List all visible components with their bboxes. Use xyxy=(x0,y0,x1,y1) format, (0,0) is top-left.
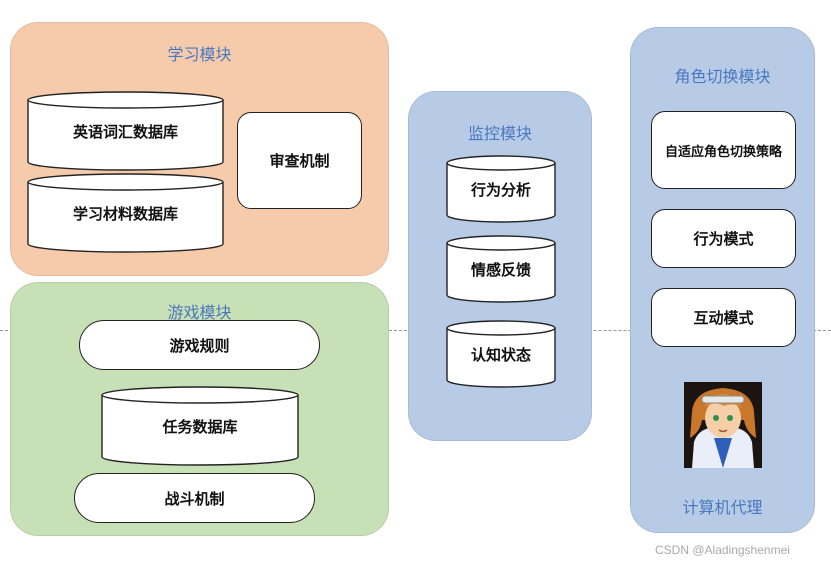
task-database-shape xyxy=(101,386,299,466)
material-database-shape xyxy=(27,173,224,253)
game-module-title: 游戏模块 xyxy=(167,303,232,322)
behavior-analysis-label: 行为分析 xyxy=(470,181,531,199)
adaptive-role-switch-strategy: 自适应角色切换策略 xyxy=(651,111,796,189)
material-database-label: 学习材料数据库 xyxy=(72,205,178,223)
game-rules-label: 游戏规则 xyxy=(169,336,230,355)
role-switch-module-title: 角色切换模块 xyxy=(674,67,771,86)
monitor-module-title: 监控模块 xyxy=(467,124,532,143)
computer-agent-label: 计算机代理 xyxy=(682,498,763,517)
cognitive-state-shape xyxy=(446,320,556,388)
adaptive-strategy-label: 自适应角色切换策略 xyxy=(664,144,782,160)
interaction-mode: 互动模式 xyxy=(651,288,796,347)
review-mechanism-label: 审查机制 xyxy=(269,152,330,170)
vocab-database-label: 英语词汇数据库 xyxy=(72,123,178,141)
behavior-mode: 行为模式 xyxy=(651,209,796,268)
cognitive-state-label: 认知状态 xyxy=(470,346,531,364)
watermark: CSDN @Aladingshenmei xyxy=(655,543,790,557)
task-database-label: 任务数据库 xyxy=(162,418,238,436)
material-database: 学习材料数据库 xyxy=(27,173,224,253)
game-rules: 游戏规则 xyxy=(79,320,320,370)
learning-module-title: 学习模块 xyxy=(167,45,232,64)
review-mechanism: 审查机制 xyxy=(237,112,362,209)
vocab-database-shape xyxy=(27,91,224,171)
agent-avatar xyxy=(684,382,762,468)
battle-mechanism-label: 战斗机制 xyxy=(164,489,225,508)
emotion-feedback-shape xyxy=(446,235,556,303)
emotion-feedback-label: 情感反馈 xyxy=(470,261,531,279)
battle-mechanism: 战斗机制 xyxy=(74,473,315,523)
behavior-mode-label: 行为模式 xyxy=(693,230,754,248)
behavior-analysis-shape xyxy=(446,155,556,223)
interaction-mode-label: 互动模式 xyxy=(693,309,754,327)
cognitive-state: 认知状态 xyxy=(446,320,556,388)
emotion-feedback: 情感反馈 xyxy=(446,235,556,303)
behavior-analysis: 行为分析 xyxy=(446,155,556,223)
task-database: 任务数据库 xyxy=(101,386,299,466)
vocab-database: 英语词汇数据库 xyxy=(27,91,224,171)
agent-avatar-image xyxy=(684,382,762,468)
